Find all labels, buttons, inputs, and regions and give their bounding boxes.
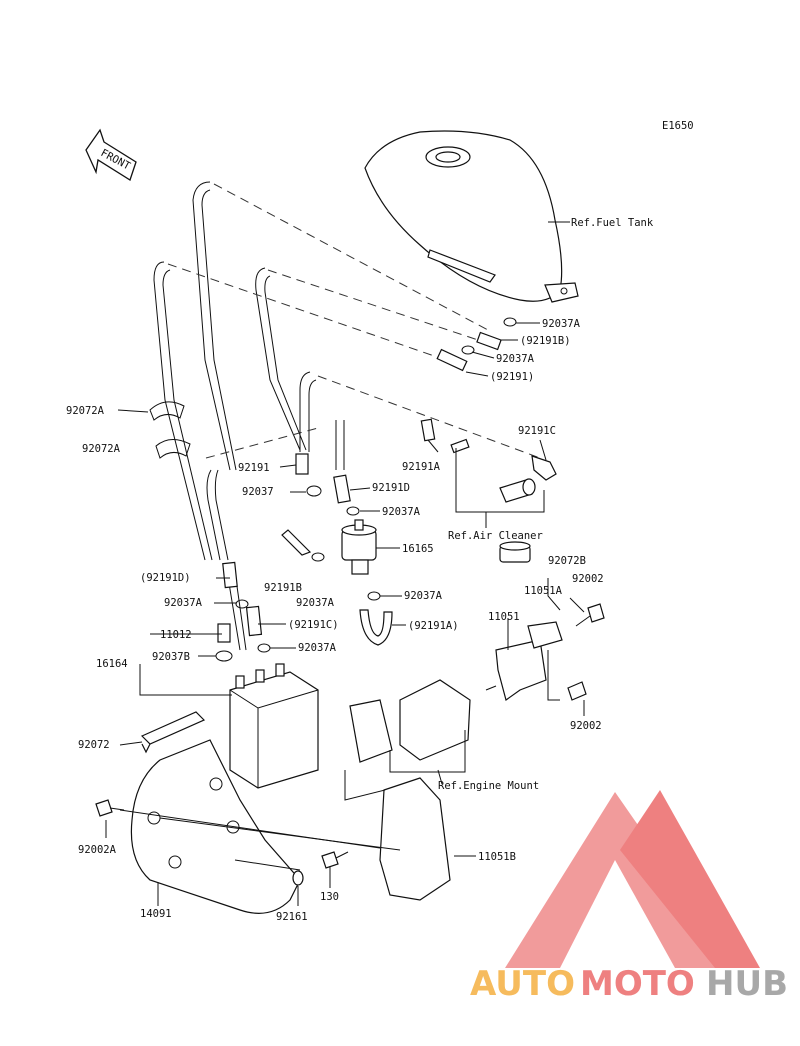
part-label: 11051A xyxy=(524,585,563,597)
bolts xyxy=(95,603,605,886)
part-label: 11051B xyxy=(478,851,516,863)
part-label: 16165 xyxy=(402,543,434,555)
assembly-lines xyxy=(119,618,560,871)
canister-16164 xyxy=(229,663,319,789)
part-label: 92037A xyxy=(404,590,443,602)
part-label: 92037A xyxy=(296,597,335,609)
part-label: 92191D xyxy=(372,482,410,494)
small-hoses xyxy=(217,331,557,646)
part-labels: Ref.Fuel Tank 92037A (92191B) 92037A (92… xyxy=(66,217,654,923)
part-label: 92072B xyxy=(548,555,586,567)
routing-lines xyxy=(167,183,541,459)
ref-air-cleaner-label: Ref.Air Cleaner xyxy=(448,530,543,542)
part-label: 92002 xyxy=(572,573,604,585)
leader-lines xyxy=(105,221,585,906)
part-label: 16164 xyxy=(96,658,128,670)
part-label: 92072A xyxy=(82,443,121,455)
front-arrow-icon: FRONT xyxy=(85,128,137,181)
part-label: 14091 xyxy=(140,908,172,920)
hose-bands xyxy=(149,401,191,459)
part-label: 92037A xyxy=(298,642,337,654)
watermark-auto: AUTO xyxy=(470,964,575,1004)
part-label: (92191C) xyxy=(288,619,339,631)
part-label: 92037A xyxy=(542,318,581,330)
shield-14091 xyxy=(130,739,301,914)
watermark-logo: AUTO MOTO HUB xyxy=(470,790,788,1004)
vent-hoses xyxy=(153,181,345,651)
part-label: (92191) xyxy=(490,371,534,383)
part-label: 11051 xyxy=(488,611,520,623)
part-label: 92002 xyxy=(570,720,602,732)
part-label: 92191B xyxy=(264,582,302,594)
part-label: 92037 xyxy=(242,486,274,498)
watermark-moto: MOTO xyxy=(580,964,695,1004)
part-label: (92191B) xyxy=(520,335,571,347)
fuel-tank xyxy=(364,130,579,303)
part-label: 92072A xyxy=(66,405,105,417)
part-label: 92002A xyxy=(78,844,117,856)
part-label: (92191D) xyxy=(140,572,191,584)
part-label: 92191 xyxy=(238,462,270,474)
ref-engine-mount-label: Ref.Engine Mount xyxy=(438,780,539,792)
part-label: 92072 xyxy=(78,739,110,751)
part-label: 92161 xyxy=(276,911,308,923)
part-label: 92191A xyxy=(402,461,441,473)
air-cleaner-fitting xyxy=(450,438,545,528)
valve-16165 xyxy=(341,519,377,575)
part-label: 92037B xyxy=(152,651,190,663)
part-label: (92191A) xyxy=(408,620,459,632)
diagram-code: E1650 xyxy=(662,120,694,132)
part-label: 92191C xyxy=(518,425,556,437)
brackets xyxy=(349,541,563,901)
part-label: 130 xyxy=(320,891,339,903)
part-label: 92037A xyxy=(164,597,203,609)
part-label: 11012 xyxy=(160,629,192,641)
ref-fuel-tank-label: Ref.Fuel Tank xyxy=(571,217,654,229)
watermark-hub: HUB xyxy=(706,964,788,1004)
part-label: 92037A xyxy=(496,353,535,365)
part-label: 92037A xyxy=(382,506,421,518)
strap-92072 xyxy=(140,711,206,754)
